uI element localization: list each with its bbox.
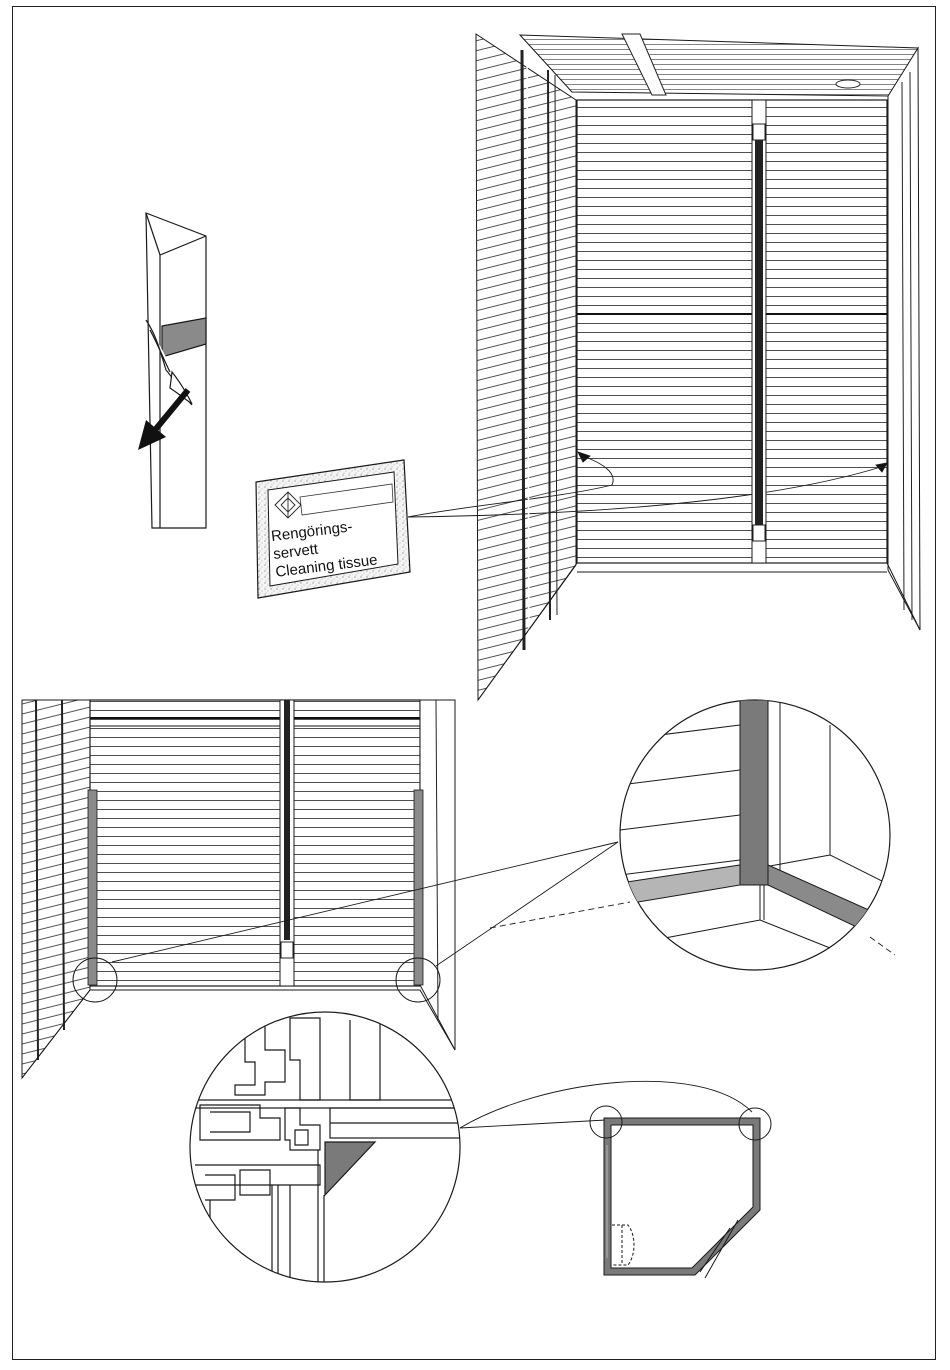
seal-corner-magnified bbox=[490, 700, 895, 970]
cabin-floor-plan bbox=[590, 1106, 771, 1278]
cleaning-tissue-packet: Rengörings- servett Cleaning tissue bbox=[256, 460, 410, 598]
left-seal-strip bbox=[88, 790, 97, 985]
cabin-perspective-view bbox=[476, 34, 920, 700]
strip-film-detail bbox=[146, 213, 206, 528]
right-seal-strip bbox=[414, 790, 423, 985]
